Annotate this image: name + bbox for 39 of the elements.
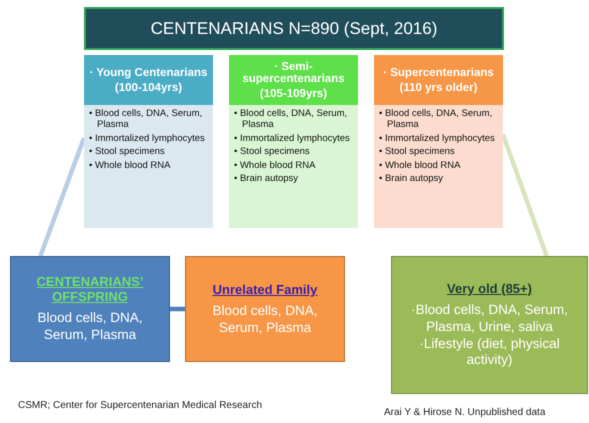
category-title: · Semi-supercentenarians: [241, 60, 346, 84]
sample-item: • Whole blood RNA: [379, 160, 462, 171]
title-banner: [84, 7, 504, 50]
category-panel: [84, 55, 213, 228]
source-note: CSMR; Center for Supercentenarian Medical Research: [18, 400, 262, 411]
sample-item: • Brain autopsy: [379, 172, 444, 184]
age-range: (100-104yrs): [114, 82, 184, 94]
category-title: · Young Centenarians: [88, 66, 208, 78]
sample-item: • Blood cells, DNA, Serum, Plasma: [379, 108, 494, 131]
sample-item: • Whole blood RNA: [89, 160, 172, 171]
sample-item: • Blood cells, DNA, Serum, Plasma: [89, 108, 204, 131]
category-panel: [229, 55, 358, 228]
sample-item: • Immortalized lymphocytes: [89, 132, 206, 144]
connector-line: [170, 306, 185, 312]
sample-item: • Stool specimens: [379, 146, 456, 158]
sample-item: • Stool specimens: [89, 146, 166, 158]
sample-text: Blood cells, DNA, Serum, Plasma: [36, 310, 144, 344]
group-box: [391, 256, 588, 394]
sample-text: ·Lifestyle (diet, physical activity): [418, 336, 561, 370]
age-range: (110 yrs older): [398, 82, 478, 94]
category-title: · Supercentenarians: [382, 66, 495, 78]
sample-item: • Whole blood RNA: [234, 160, 316, 171]
group-title: CENTENARIANS’ OFFSPRING: [36, 274, 144, 304]
sample-text: Blood cells, DNA, Serum, Plasma: [211, 302, 319, 336]
group-title: Unrelated Family: [212, 282, 318, 297]
category-panel: [374, 55, 503, 228]
group-box: [10, 256, 170, 362]
age-range: (105-109yrs): [258, 88, 328, 100]
source-note: Arai Y & Hirose N. Unpublished data: [384, 407, 546, 418]
sample-item: • Stool specimens: [234, 146, 311, 158]
title-text: CENTENARIANS N=890 (Sept, 2016): [150, 18, 438, 38]
sample-item: • Immortalized lymphocytes: [234, 132, 351, 144]
sample-item: • Blood cells, DNA, Serum, Plasma: [234, 108, 348, 131]
connector-line: [38, 137, 86, 257]
sample-item: • Immortalized lymphocytes: [379, 132, 496, 144]
sample-item: • Brain autopsy: [234, 172, 300, 184]
group-box: [185, 256, 345, 362]
group-title: Very old (85+): [447, 280, 532, 296]
sample-text: ·Blood cells, DNA, Serum, Plasma, Urine, saliva: [410, 302, 569, 336]
